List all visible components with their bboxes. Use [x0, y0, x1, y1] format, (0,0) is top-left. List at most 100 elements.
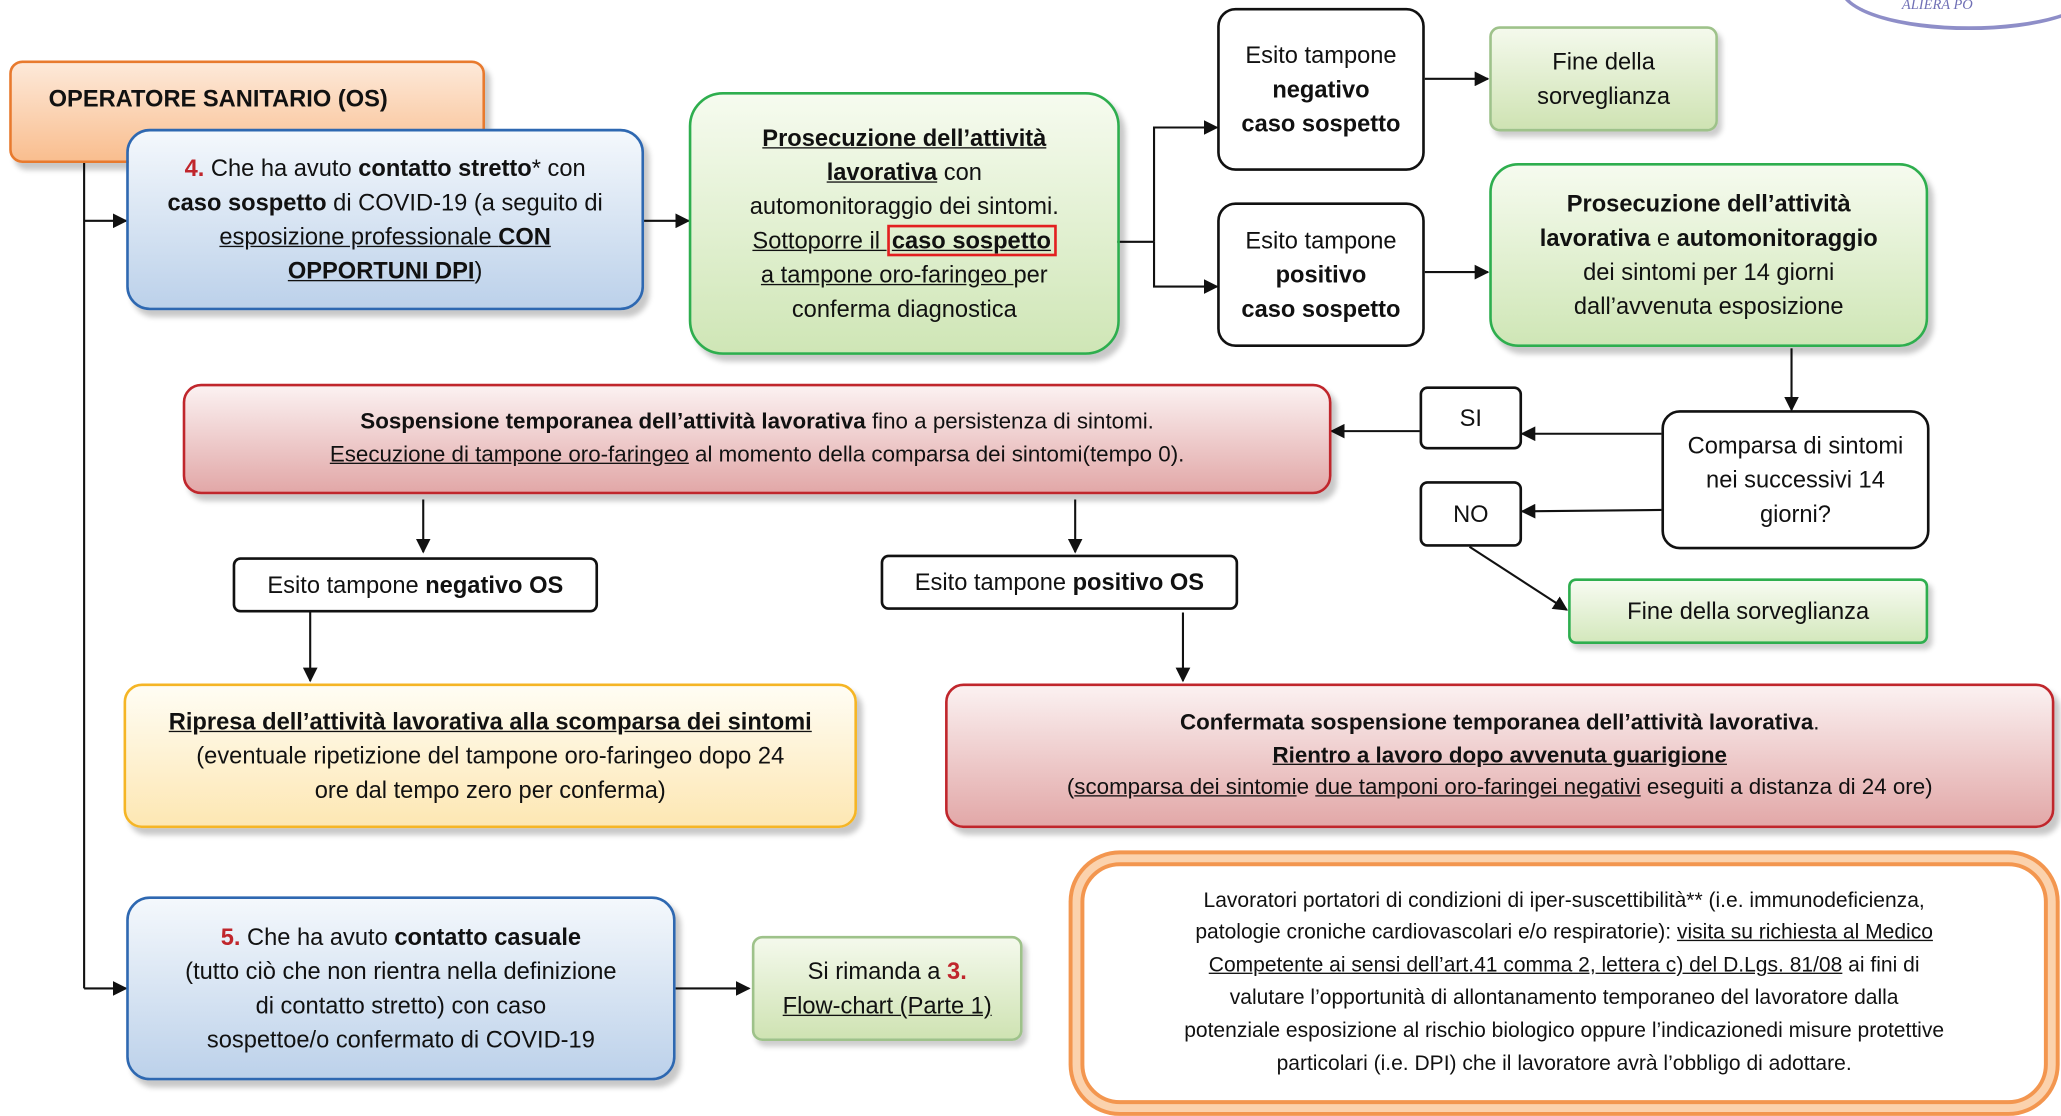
confermata-text: .: [1813, 709, 1820, 735]
close-contact-box: 4. Che ha avuto contatto stretto* con ca…: [126, 128, 645, 311]
note-visita: visita su richiesta al Medico: [1676, 921, 1933, 945]
box4-text: Che ha avuto: [204, 154, 359, 182]
box4-text: ): [474, 257, 483, 285]
fine-text: sorveglianza: [1537, 82, 1670, 110]
prosec-auto-text: dall’avvenuta esposizione: [1573, 293, 1844, 320]
confermata-title: Confermata sospensione temporanea dell’a…: [1179, 709, 1814, 735]
box5-contatto-casuale: contatto casuale: [394, 923, 582, 951]
box5-text: sospettoe/o confermato di COVID-19: [206, 1026, 595, 1053]
rimanda-number: 3.: [947, 958, 967, 985]
iper-suscettibilita-note: Lavoratori portatori di condizioni di ip…: [1080, 862, 2048, 1105]
prosecuzione-text: per: [1013, 261, 1048, 288]
sospensione-text: fino a persistenza di sintomi.: [865, 409, 1154, 435]
comparsa-text: giorni?: [1759, 500, 1831, 528]
note-competente: Competente ai sensi dell’art.41 comma 2,…: [1208, 954, 1843, 977]
box4-esposizione: esposizione professionale: [219, 223, 499, 250]
esito-text: Esito tampone: [1245, 227, 1397, 254]
ripresa-text: ore dal tempo zero per conferma): [314, 776, 666, 804]
esito-text: Esito tampone: [1245, 41, 1397, 69]
note-text: valutare l’opportunità di allontanamento…: [1229, 987, 1899, 1010]
prosecuzione-automonitoraggio-box: Prosecuzione dell’attività lavorativa e …: [1489, 162, 1929, 348]
caso-sospetto-highlight: caso sospetto: [886, 224, 1057, 257]
confermata-scomparsa: scomparsa dei sintomi: [1074, 774, 1297, 800]
box4-opportuni-dpi: OPPORTUNI DPI: [287, 257, 475, 285]
prosecuzione-text: con: [937, 158, 982, 186]
esito-positivo-os-box: Esito tampone positivo OS: [880, 554, 1239, 610]
si-box: SI: [1419, 386, 1523, 450]
flow-chart-link[interactable]: Flow-chart (Parte 1): [782, 992, 992, 1019]
esito-caso-sospetto: caso sospetto: [1241, 110, 1401, 137]
box4-contatto-stretto: contatto stretto: [358, 154, 532, 182]
confermata-rientro: Rientro a lavoro dopo avvenuta guarigion…: [1272, 742, 1727, 768]
esito-negativo: negativo: [1272, 76, 1370, 103]
note-text: ai fini di: [1842, 954, 1920, 977]
logo-text: ALIERA PO: [1901, 0, 1973, 14]
ripresa-text: (eventuale ripetizione del tampone oro-f…: [196, 742, 785, 769]
box5-text: Che ha avuto: [240, 923, 395, 951]
fine-sorveglianza-box-1: Fine della sorveglianza: [1489, 26, 1718, 132]
confermata-text: (: [1066, 774, 1075, 800]
prosec-auto-text: dei sintomi per 14 giorni: [1583, 258, 1835, 286]
sospensione-tampone: Esecuzione di tampone oro-faringeo: [329, 441, 689, 467]
esito-negativo-os-box: Esito tampone negativo OS: [232, 557, 599, 613]
ripresa-title: Ripresa dell’attività lavorativa alla sc…: [168, 708, 812, 735]
box5-text: di contatto stretto) con caso: [255, 992, 547, 1019]
prosec-auto-automonitoraggio: automonitoraggio: [1676, 224, 1878, 251]
confermata-tamponi: due tamponi oro-faringei negativi: [1315, 774, 1641, 800]
step-4-number: 4.: [184, 154, 205, 182]
no-box: NO: [1419, 481, 1523, 547]
rimanda-box: Si rimanda a 3. Flow-chart (Parte 1): [751, 935, 1023, 1042]
comparsa-sintomi-box: Comparsa di sintomi nei successivi 14 gi…: [1661, 410, 1930, 550]
esito-positivo-sospetto-box: Esito tampone positivo caso sospetto: [1217, 202, 1425, 348]
esito-negativo-os: negativo OS: [425, 571, 564, 598]
ripresa-box: Ripresa dell’attività lavorativa alla sc…: [123, 683, 857, 829]
prosecuzione-title: Prosecuzione dell’attività: [762, 124, 1047, 151]
esito-caso-sospetto: caso sospetto: [1241, 295, 1401, 323]
rimanda-text: Si rimanda a: [807, 958, 948, 985]
prosecuzione-text: conferma diagnostica: [791, 295, 1017, 323]
os-title: OPERATORE SANITARIO (OS): [48, 85, 388, 112]
esito-text: Esito tampone: [914, 569, 1073, 596]
prosecuzione-text: automonitoraggio dei sintomi.: [749, 193, 1059, 220]
esito-positivo: positivo: [1275, 261, 1367, 288]
esito-negativo-sospetto-box: Esito tampone negativo caso sospetto: [1217, 7, 1425, 171]
fine-text: Fine della sorveglianza: [1627, 597, 1870, 625]
arrow-to-esito-pos-sosp: [1152, 241, 1219, 294]
note-text: potenziale esposizione al rischio biolog…: [1184, 1019, 1945, 1043]
prosec-auto-title: Prosecuzione dell’attività: [1566, 190, 1851, 217]
step-5-number: 5.: [220, 923, 241, 951]
fine-text: Fine della: [1552, 48, 1655, 75]
box5-text: (tutto ciò che non rientra nella definiz…: [185, 958, 617, 985]
confermata-text: eseguiti a distanza di 24 ore): [1640, 774, 1933, 800]
prosec-auto-text: e: [1650, 224, 1677, 251]
casual-contact-box: 5. Che ha avuto contatto casuale (tutto …: [126, 896, 676, 1081]
note-text: particolari (i.e. DPI) che il lavoratore…: [1276, 1052, 1852, 1075]
prosec-auto-lavorativa: lavorativa: [1539, 224, 1651, 251]
comparsa-text: Comparsa di sintomi: [1687, 432, 1904, 459]
no-label: NO: [1453, 500, 1489, 528]
arrow-to-esito-neg-sosp: [1152, 120, 1219, 242]
prosecuzione-box: Prosecuzione dell’attività lavorativa co…: [688, 92, 1120, 355]
box4-text: di COVID-19 (a seguito di: [326, 189, 603, 216]
note-text: patologie croniche cardiovascolari e/o r…: [1195, 921, 1677, 945]
box4-con: CON: [498, 223, 551, 250]
sospensione-text: al momento della comparsa dei sintomi(te…: [688, 441, 1185, 467]
confermata-box: Confermata sospensione temporanea dell’a…: [945, 683, 2055, 829]
box4-text: * con: [531, 154, 586, 182]
esito-text: Esito tampone: [267, 571, 426, 598]
confermata-text: e: [1296, 774, 1316, 800]
arrow-comparsa-to-no: [1520, 503, 1662, 519]
arrow-no-to-fine2: [1468, 545, 1568, 611]
comparsa-text: nei successivi 14: [1706, 466, 1885, 493]
box4-caso-sospetto: caso sospetto: [167, 189, 327, 216]
note-text: Lavoratori portatori di condizioni di ip…: [1203, 889, 1925, 912]
esito-positivo-os: positivo OS: [1072, 569, 1205, 596]
sospensione-box: Sospensione temporanea dell’attività lav…: [182, 383, 1332, 495]
si-label: SI: [1459, 404, 1482, 432]
fine-sorveglianza-box-2: Fine della sorveglianza: [1568, 578, 1929, 645]
prosecuzione-lavorativa: lavorativa: [826, 158, 938, 186]
prosecuzione-caso-sospetto: caso sospetto: [891, 227, 1051, 254]
sospensione-title: Sospensione temporanea dell’attività lav…: [360, 409, 866, 435]
